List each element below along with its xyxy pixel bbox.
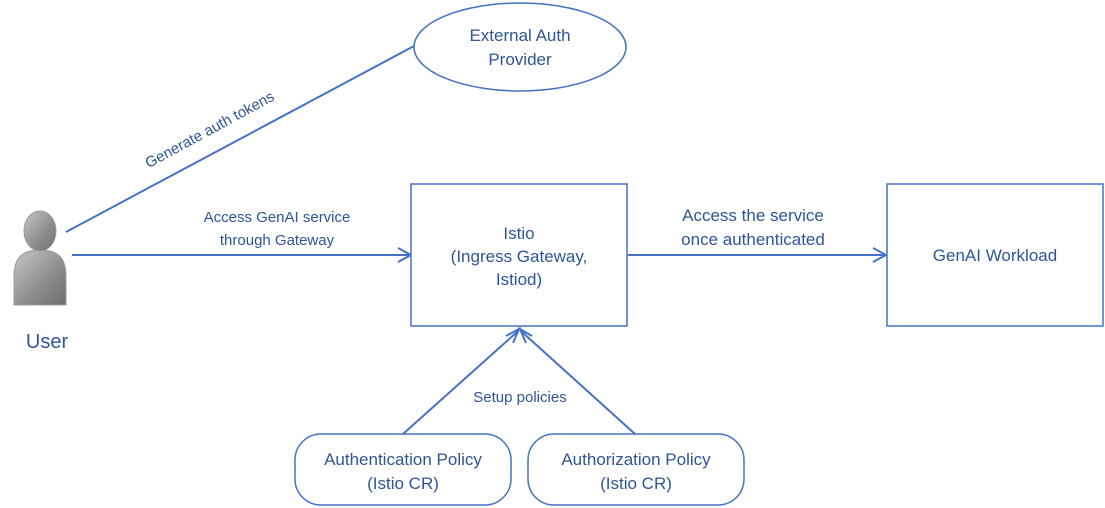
access-gateway-label-line2: through Gateway bbox=[220, 232, 335, 249]
external-auth-provider-node: External Auth Provider bbox=[413, 2, 627, 92]
arrowhead-icon bbox=[872, 247, 889, 263]
access-service-label-line1: Access the service bbox=[682, 206, 824, 225]
genai-workload-label: GenAI Workload bbox=[933, 246, 1057, 265]
authz-policy-label-line1: Authorization Policy bbox=[561, 450, 711, 469]
person-icon bbox=[13, 210, 67, 306]
access-gateway-label-line1: Access GenAI service bbox=[204, 209, 351, 226]
istio-label-line3: Istiod) bbox=[496, 270, 542, 289]
external-auth-label-line1: External Auth bbox=[469, 26, 570, 45]
istio-label-line1: Istio bbox=[503, 224, 534, 243]
genai-workload-node: GenAI Workload bbox=[886, 183, 1104, 327]
istio-node: Istio (Ingress Gateway, Istiod) bbox=[410, 183, 628, 327]
authentication-policy-node: Authentication Policy (Istio CR) bbox=[294, 433, 512, 506]
authn-policy-label-line2: (Istio CR) bbox=[367, 474, 439, 493]
access-service-label-line2: once authenticated bbox=[681, 230, 825, 249]
user-label: User bbox=[26, 331, 69, 353]
setup-policies-label: Setup policies bbox=[473, 389, 566, 406]
external-auth-label-line2: Provider bbox=[488, 50, 552, 69]
authn-policy-arrow bbox=[402, 331, 518, 435]
istio-label-line2: (Ingress Gateway, bbox=[451, 247, 588, 266]
authn-policy-label-line1: Authentication Policy bbox=[324, 450, 482, 469]
authz-policy-label-line2: (Istio CR) bbox=[600, 474, 672, 493]
arrowhead-icon bbox=[517, 326, 533, 344]
authz-policy-arrow bbox=[521, 331, 636, 435]
generate-tokens-line bbox=[65, 45, 415, 233]
authorization-policy-node: Authorization Policy (Istio CR) bbox=[527, 433, 745, 506]
